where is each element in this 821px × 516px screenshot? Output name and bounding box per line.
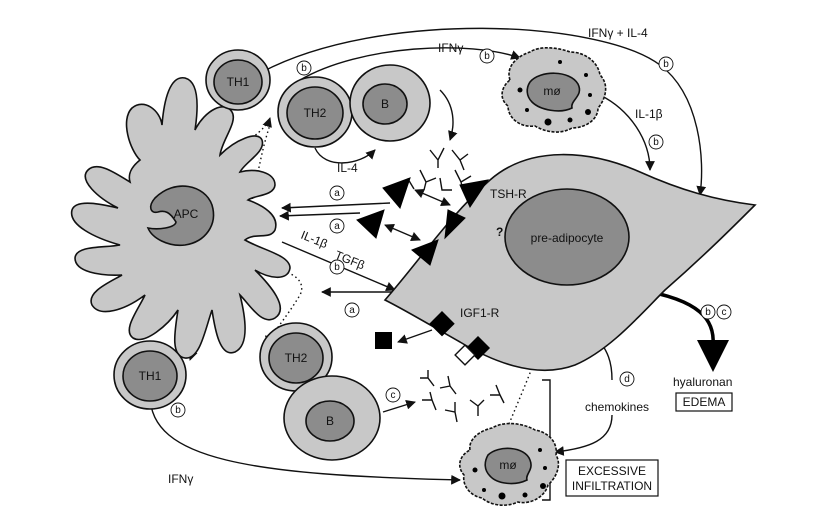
ifng-bottom-arrow <box>149 394 461 485</box>
tsh-ligand <box>382 177 411 209</box>
apc-label: APC <box>174 207 199 221</box>
igf1r-group <box>375 310 491 366</box>
circle-b: b <box>705 307 711 318</box>
tsh-ligand <box>411 239 439 266</box>
circle-c: c <box>722 307 727 318</box>
antibody-to-apc-arrow-1 <box>281 202 391 213</box>
antibody <box>451 149 469 171</box>
ifng-il4-arrow <box>261 27 707 196</box>
b-to-antibodies-arrow <box>439 89 458 141</box>
circled-letters: b b b b a a b a b c c d b <box>170 48 732 418</box>
igf1r-label: IGF1-R <box>460 306 500 320</box>
il1b-to-fibroblast-arrow <box>599 94 655 171</box>
th2-bottom-cell: TH2 <box>259 322 333 392</box>
tsh-ligands <box>356 177 490 266</box>
antibody <box>420 370 435 387</box>
tsh-receptor <box>459 179 490 209</box>
infiltration-label: INFILTRATION <box>572 479 652 493</box>
chemokines-label: chemokines <box>585 400 649 414</box>
ifng-bottom-label: IFNγ <box>168 472 193 486</box>
circle-b: b <box>175 405 181 416</box>
igf1r-receptor-open <box>454 344 476 366</box>
circle-b: b <box>484 51 490 62</box>
b-top-cell: B <box>349 64 431 142</box>
th1-top-cell: TH1 <box>205 49 271 111</box>
antibody <box>439 177 452 191</box>
circle-a: a <box>334 188 340 199</box>
igf1-ligand-square <box>375 332 392 349</box>
circle-c: c <box>391 390 396 401</box>
ifng-top-label: IFNγ <box>438 41 463 55</box>
b-bottom-cell: B <box>283 375 381 461</box>
chemokines-to-macrophage-arrow <box>554 414 613 456</box>
edema-label: EDEMA <box>683 395 726 409</box>
apc-nucleus <box>146 185 215 247</box>
tsh-double-arrow-2 <box>384 223 421 242</box>
il1b-right-label: IL-1β <box>635 107 663 121</box>
circle-a: a <box>334 221 340 232</box>
igf1r-to-ligand-arrow <box>397 329 433 344</box>
antibody <box>419 169 437 191</box>
th2-bottom-label: TH2 <box>285 351 308 365</box>
antibody <box>422 391 437 411</box>
antibodies-bottom <box>420 370 505 423</box>
apc-cell: APC <box>70 77 291 359</box>
ifng-il4-label: IFNγ + IL-4 <box>588 26 648 40</box>
th2-top-cell: TH2 <box>277 76 353 148</box>
th1-bottom-cell: TH1 <box>113 340 187 410</box>
edema-box <box>675 392 733 412</box>
antibody <box>469 399 485 416</box>
il1b-left-label: IL-1β <box>299 228 330 251</box>
macrophage-bottom-label: mø <box>499 458 517 472</box>
antibody <box>444 402 458 423</box>
hyaluronan-label: hyaluronan <box>673 375 732 389</box>
th1-bottom-label: TH1 <box>139 369 162 383</box>
question-label: ? <box>496 225 503 239</box>
circle-d: d <box>624 374 630 385</box>
il4-label: IL-4 <box>337 161 358 175</box>
circle-b: b <box>334 262 340 273</box>
b-bottom-label: B <box>326 414 334 428</box>
antibodies-top <box>397 147 472 191</box>
macrophage-top-label: mø <box>543 84 561 98</box>
ifng-to-macrophage-arrow <box>299 47 521 81</box>
fibroblast-cell: pre-adipocyte <box>383 153 757 372</box>
macrophage-bottom-cell: mø <box>458 422 560 507</box>
labels-layer: IFNγ + IL-4 IFNγ IL-1β IL-4 TSH-R ? IL-1… <box>168 26 733 497</box>
antibody-to-apc-arrow-2 <box>279 210 361 221</box>
preadipocyte-label: pre-adipocyte <box>531 231 604 245</box>
il4-arrow <box>314 147 376 164</box>
circle-b: b <box>653 137 659 148</box>
circle-a: a <box>349 305 355 316</box>
tsh-receptor <box>444 209 466 240</box>
b-bottom-to-antibodies-arrow <box>382 399 416 413</box>
antibody <box>490 384 505 404</box>
igf1r-ligand <box>429 310 455 337</box>
antibody <box>429 147 445 168</box>
th2-top-label: TH2 <box>304 106 327 120</box>
tsh-double-arrow-1 <box>414 188 451 207</box>
antibody <box>439 375 457 395</box>
excessive-label: EXCESSIVE <box>578 464 646 478</box>
tsh-r-label: TSH-R <box>490 187 527 201</box>
tsh-ligand <box>356 209 385 239</box>
infiltration-box <box>565 459 659 497</box>
circle-b: b <box>301 63 307 74</box>
circle-b: b <box>663 59 669 70</box>
b-top-label: B <box>381 97 389 111</box>
hyaluronan-arrowhead <box>697 340 729 372</box>
macrophage-top-cell: mø <box>501 47 607 133</box>
th1-top-label: TH1 <box>227 75 250 89</box>
